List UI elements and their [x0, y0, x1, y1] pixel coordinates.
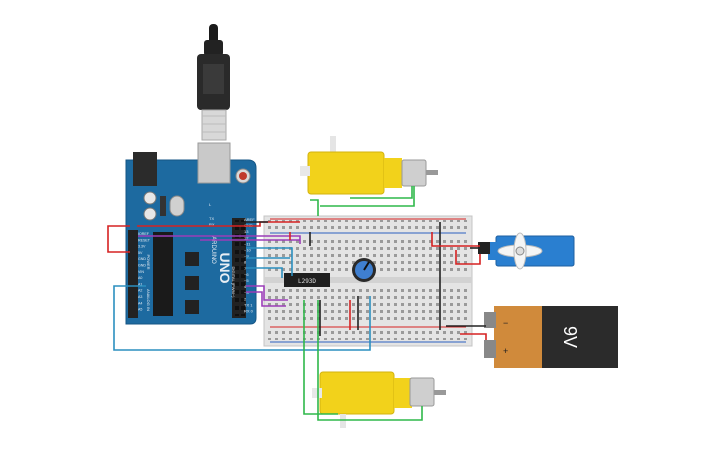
power-pin-label: A3 — [138, 295, 142, 299]
wire-red-rail — [137, 221, 300, 227]
wire-purple-3 — [246, 285, 288, 301]
battery-9v[interactable]: − + 9V — [484, 306, 618, 368]
atmega-chip — [153, 232, 173, 316]
dc-motor-top[interactable] — [300, 136, 438, 195]
power-pin-label: 5V — [138, 251, 143, 255]
wire-green-top-1 — [310, 199, 319, 216]
wire-blue-pot — [113, 285, 371, 351]
dc-motor-bottom[interactable] — [312, 371, 446, 428]
wires — [107, 186, 487, 421]
power-side-label: POWER — [146, 254, 151, 269]
power-jack — [133, 152, 157, 186]
power-pin-label: IOREF — [138, 232, 150, 236]
power-pin-label: A5 — [138, 308, 142, 312]
wire-purple-1 — [138, 235, 301, 244]
power-pin-label: GND — [138, 264, 146, 268]
wire-green-top-2 — [320, 186, 415, 207]
power-pin-label: VIN — [138, 270, 144, 274]
digital-pin-label: ~5 — [244, 278, 249, 283]
digital-pin-label: 13 — [244, 229, 249, 234]
digital-pin-label: 12 — [244, 235, 249, 240]
digital-pin-label: 4 — [244, 284, 247, 289]
chip-label: L293D — [298, 278, 316, 285]
power-pin-label: A1 — [138, 282, 142, 286]
wire-green-top-3 — [350, 186, 413, 199]
digital-pin-label: AREF — [244, 217, 255, 222]
wire-red-5v — [107, 225, 130, 253]
svg-text:+: + — [503, 346, 508, 356]
power-pin-label: A0 — [138, 276, 142, 280]
power-header — [128, 230, 138, 318]
usb-port — [197, 142, 231, 184]
power-pin-label: RESET — [138, 238, 151, 242]
digital-pin-label: 7 — [244, 266, 247, 271]
l-label: L — [209, 202, 212, 207]
usb-cable[interactable] — [197, 24, 230, 141]
uno-logo: UNO — [217, 252, 233, 283]
power-pin-label: A4 — [138, 301, 142, 305]
rx-label: RX — [209, 222, 215, 227]
wire-purple-4 — [246, 291, 286, 307]
svg-text:−: − — [503, 318, 508, 328]
l293d-driver-chip[interactable]: L293D — [284, 273, 330, 287]
digital-pin-label: ~10 — [244, 248, 252, 253]
digital-pin-label: ~6 — [244, 272, 249, 277]
arduino-uno-board[interactable]: UNO ARDUINO DIGITAL (PWM~) TX RX L AREF G… — [125, 142, 257, 325]
potentiometer[interactable] — [352, 258, 376, 282]
analog-side-label: ANALOG IN — [146, 289, 151, 311]
power-pin-label: GND — [138, 257, 146, 261]
digital-pin-label: TX 1 — [244, 302, 253, 307]
digital-pin-label: 2 — [244, 296, 247, 301]
digital-side-label: DIGITAL (PWM~) — [231, 267, 236, 299]
wire-blue-3 — [246, 267, 283, 278]
power-pin-label: A2 — [138, 289, 142, 293]
battery-label: 9V — [560, 326, 580, 348]
power-pin-label: 3.3V — [138, 245, 146, 249]
wire-blue-1 — [246, 247, 293, 276]
digital-pin-label: RX 0 — [244, 309, 254, 314]
digital-pin-label: 8 — [244, 260, 247, 265]
digital-pin-label: ~11 — [244, 241, 251, 246]
wire-green-bottom-1 — [303, 300, 338, 415]
digital-pin-label: ~9 — [244, 254, 249, 259]
wire-green-bottom-2 — [317, 300, 423, 421]
tx-label: TX — [209, 216, 214, 221]
arduino-brand-text: ARDUINO — [210, 236, 216, 264]
servo-motor[interactable] — [478, 232, 575, 270]
